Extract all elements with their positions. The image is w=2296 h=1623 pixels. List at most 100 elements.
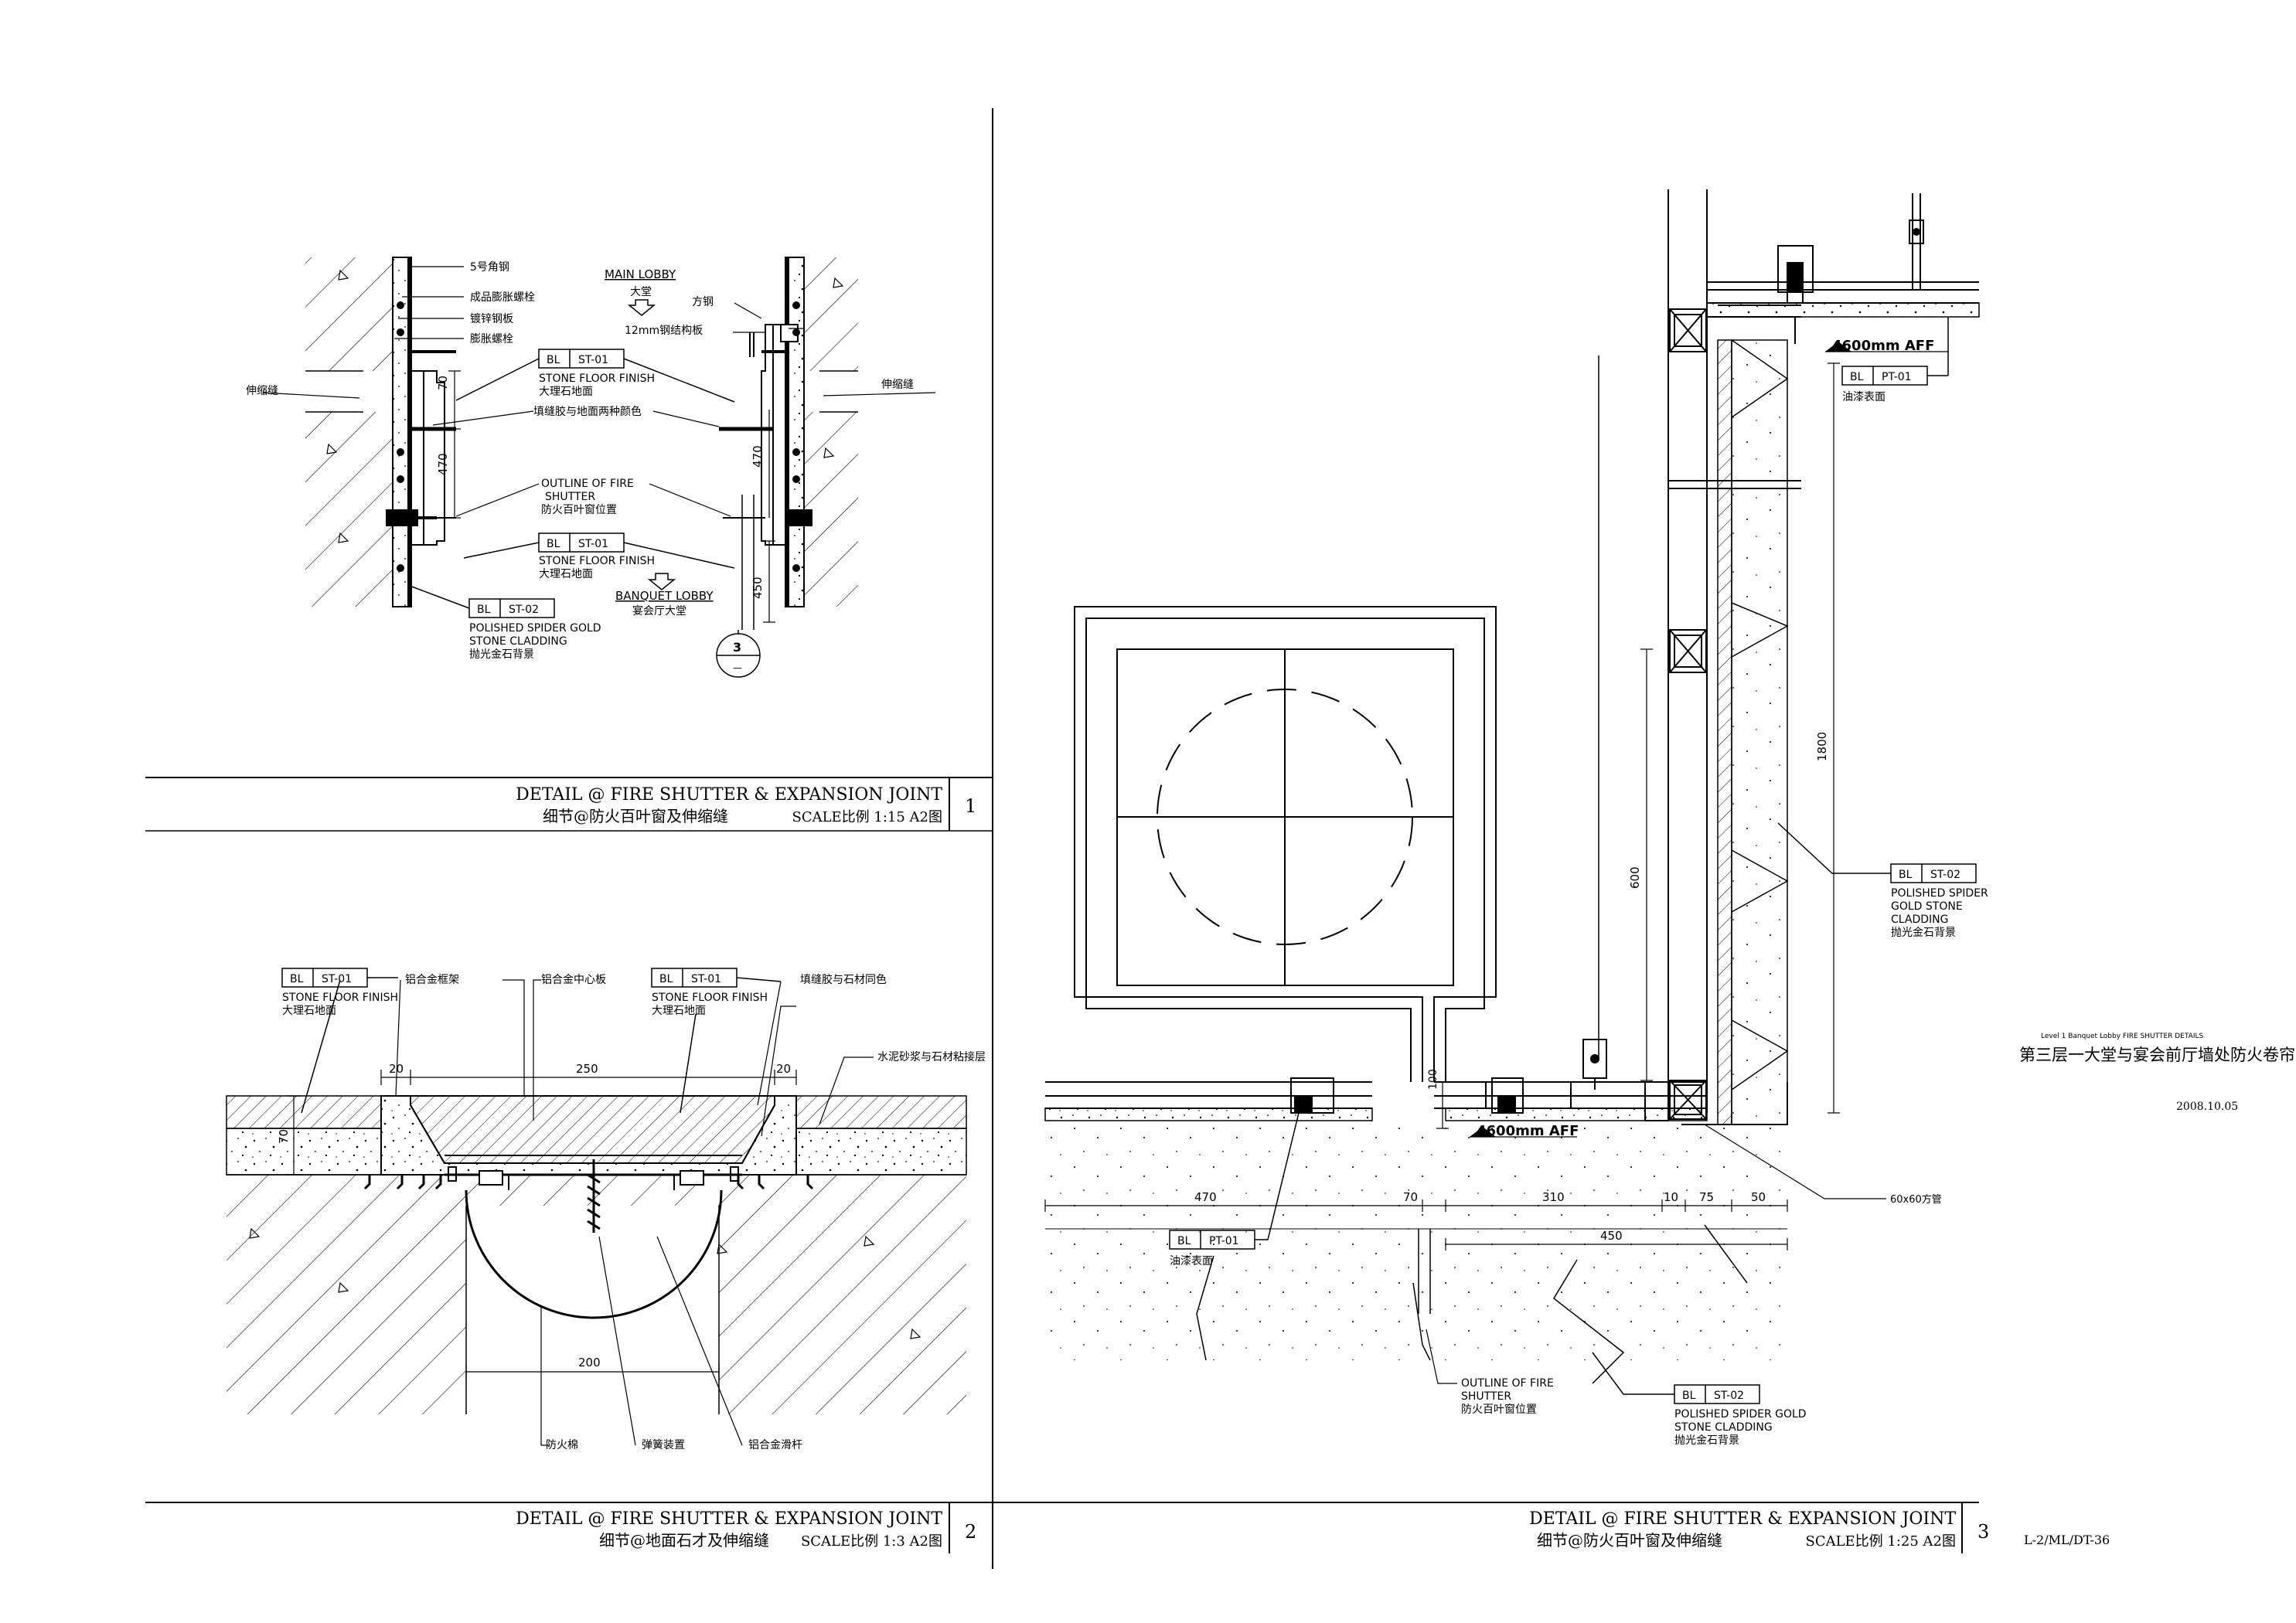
- note-mortar: 水泥砂浆与石材粘接层: [877, 1050, 986, 1063]
- main-lobby-label: MAIN LOBBY: [605, 267, 676, 281]
- note-sealant: 填缝胶与地面两种颜色: [533, 405, 642, 418]
- note-spring: 弹簧装置: [642, 1439, 685, 1451]
- sealant-leader: [432, 410, 534, 426]
- main-lobby-cn: 大堂: [630, 286, 652, 298]
- pt-cn: 油漆表面: [1842, 391, 1886, 403]
- plan-bolts: [397, 301, 800, 572]
- note-expansion-joint-left: 伸缩缝: [246, 385, 278, 397]
- note-al-frame: 铝合金框架: [405, 974, 459, 986]
- side-title-cn: 第三层一大堂与宴会前厅墙处防火卷帘: [2019, 1046, 2295, 1064]
- structural-column: [1667, 189, 1979, 1113]
- pt-ref: PT-01: [1882, 371, 1912, 383]
- plan-floor-plates: [408, 350, 785, 519]
- dim-70: 70: [436, 376, 450, 390]
- tagB-code: BL: [659, 973, 673, 985]
- tag-pt01-top: [1841, 317, 1949, 386]
- tag-st02: [409, 585, 555, 618]
- tag-st02-lower: [1592, 1352, 1760, 1404]
- st-en-2: GOLD STONE: [1891, 900, 1963, 913]
- note-steel-plate: 12mm钢结构板: [625, 325, 703, 337]
- arrow-up-icon: [627, 299, 656, 316]
- sealant-leader-2: [652, 410, 720, 427]
- tag-st02-wall: [1777, 822, 1977, 883]
- title2-scale: SCALE比例 1:3 A2图: [801, 1533, 942, 1550]
- section-leaders: [395, 979, 874, 1446]
- st-en-3: CLADDING: [1891, 914, 1948, 926]
- dim-70-section: 70: [277, 1129, 291, 1144]
- tag2-cn: 大理石地面: [539, 568, 593, 580]
- dim3-50: 50: [1751, 1190, 1766, 1204]
- tagB-en: STONE FLOOR FINISH: [652, 992, 768, 1004]
- level-marker-lower-icon: [1470, 1127, 1496, 1137]
- shutter-mechanism: [1582, 1039, 1669, 1121]
- tag1-ref: ST-01: [578, 354, 608, 366]
- note-slide: 铝合金滑杆: [748, 1438, 802, 1451]
- tag1-code: BL: [547, 354, 560, 366]
- title1-number: 1: [965, 795, 976, 817]
- st2-ref: ST-02: [1714, 1390, 1744, 1402]
- pt2-ref: PT-01: [1209, 1235, 1239, 1247]
- section-callout: [716, 630, 761, 678]
- dim-470-right: 470: [751, 445, 765, 468]
- tag3-ref: ST-02: [509, 604, 539, 616]
- dim3-10: 10: [1664, 1190, 1678, 1204]
- title2-number: 2: [965, 1521, 976, 1543]
- st-ref: ST-02: [1930, 869, 1960, 881]
- pt-code: BL: [1850, 371, 1864, 383]
- spring-device: [587, 1159, 601, 1233]
- tagB-cn: 大理石地面: [652, 1005, 706, 1017]
- cladding-backing: [1731, 339, 1789, 1125]
- title1-scale: SCALE比例 1:15 A2图: [792, 809, 942, 825]
- dim3-70: 70: [1403, 1190, 1418, 1204]
- st2-en-2: STONE CLADDING: [1674, 1421, 1773, 1434]
- dim-1800: 1800: [1815, 732, 1829, 761]
- stone-cladding-right: [785, 257, 805, 607]
- wall-triangle-marks: [326, 269, 844, 543]
- tag3-en-1: POLISHED SPIDER GOLD: [469, 622, 601, 635]
- ceiling-slab-right: [1445, 1108, 1708, 1121]
- side-date: 2008.10.05: [2176, 1101, 2238, 1113]
- title3-number: 3: [1977, 1521, 1989, 1543]
- side-small-note: Level 1 Banquet Lobby FIRE SHUTTER DETAI…: [2041, 1033, 2203, 1040]
- plan-center-lines: [741, 495, 755, 630]
- stone-finish-left: [226, 1095, 382, 1129]
- outline-en-2: SHUTTER: [545, 491, 595, 503]
- tag3-cn: 抛光金石背景: [469, 648, 534, 661]
- outline3-en-1: OUTLINE OF FIRE: [1461, 1377, 1554, 1390]
- callout-sub: —: [733, 662, 742, 673]
- detail-2-section: 20 250 20 70 200 BL ST-01 STONE FLOOR FI…: [226, 968, 986, 1451]
- top-hanger: [1777, 193, 1924, 344]
- note-galvanized-plate: 镀锌钢板: [470, 312, 513, 325]
- tag2-ref: ST-01: [578, 538, 608, 550]
- tag3-en-2: STONE CLADDING: [469, 635, 567, 648]
- tagB-ref: ST-01: [691, 973, 721, 985]
- dim-20-left: 20: [389, 1062, 404, 1076]
- outline-leader-left: [455, 483, 540, 517]
- tag1-en: STONE FLOOR FINISH: [539, 373, 655, 385]
- dim3-310: 310: [1542, 1190, 1565, 1204]
- dim3-470: 470: [1194, 1190, 1217, 1204]
- plan-dimensions: [448, 370, 775, 623]
- tag2-en: STONE FLOOR FINISH: [539, 555, 655, 567]
- mortar-bed-left: [226, 1128, 382, 1176]
- tag-pt01-lower: [1169, 1112, 1300, 1250]
- shutter-recess-left: [386, 370, 456, 546]
- dim-200: 200: [578, 1356, 601, 1370]
- title2-cn: 细节@地面石才及伸缩缝: [599, 1531, 769, 1550]
- tag-b-st01: [651, 968, 782, 1114]
- outline3-en-2: SHUTTER: [1461, 1390, 1511, 1403]
- note-angle-steel: 5号角钢: [470, 261, 509, 274]
- note-sealant-same: 填缝胶与石材同色: [800, 973, 887, 986]
- ceiling-slab-left: [1044, 1108, 1373, 1121]
- tagA-en: STONE FLOOR FINISH: [282, 992, 398, 1004]
- note-bolt: 膨胀螺栓: [470, 332, 513, 345]
- tag3-code: BL: [477, 604, 491, 616]
- outline3-leader: [1426, 1329, 1457, 1384]
- dim3-75: 75: [1699, 1190, 1714, 1204]
- tag-a-st01: [281, 968, 398, 1114]
- level-marker-top-icon: [1825, 342, 1851, 352]
- detail-1-plan: 70 470 470 450 5号角钢 成品膨胀螺栓 镀锌钢板 膨胀螺栓 伸: [246, 257, 936, 678]
- note-fire-blanket: 防火棉: [546, 1438, 578, 1451]
- outline3-cn: 防火百叶窗位置: [1461, 1403, 1537, 1416]
